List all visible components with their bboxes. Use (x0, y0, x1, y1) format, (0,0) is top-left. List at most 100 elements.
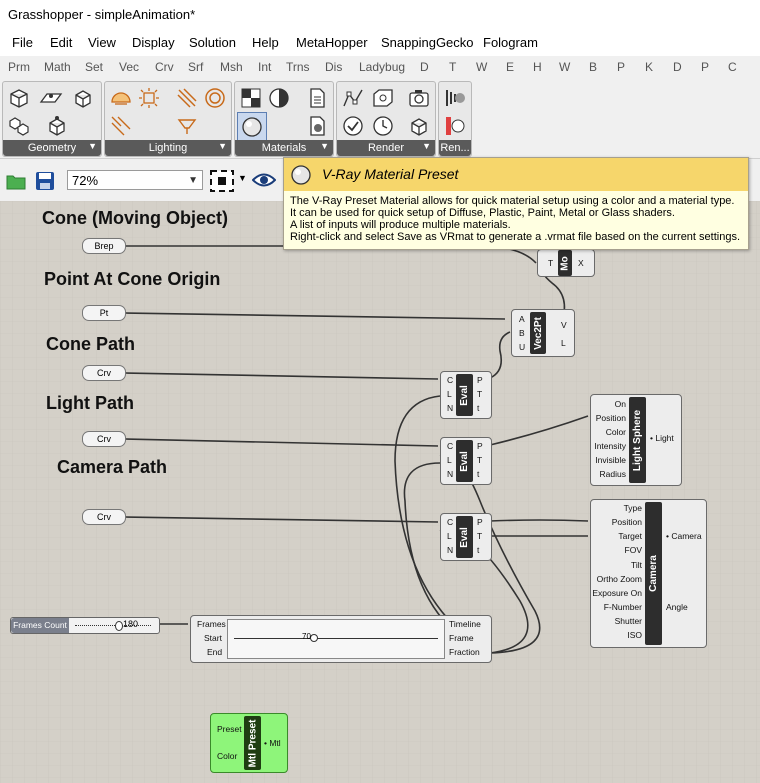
solid-box-icon[interactable] (45, 114, 69, 138)
pin-light-radius[interactable]: Radius (599, 469, 626, 479)
pin-vec2pt-v[interactable]: V (561, 320, 567, 330)
zoom-extents-chevron-icon[interactable]: ▼ (238, 173, 247, 183)
pin-move-t[interactable]: T (548, 258, 554, 268)
pin-move-x[interactable]: X (578, 258, 584, 268)
sun-light-icon[interactable] (137, 86, 161, 110)
tab-math[interactable]: Math (44, 60, 71, 74)
preview-eye-icon[interactable] (252, 172, 276, 188)
pin-eval-n[interactable]: N (447, 469, 454, 479)
pin-eval-n[interactable]: N (447, 403, 454, 413)
menu-view[interactable]: View (88, 35, 116, 50)
rect-light-icon[interactable] (109, 114, 133, 138)
tab-w[interactable]: W (476, 60, 488, 74)
pin-eval-c[interactable]: C (447, 375, 454, 385)
tab-d2[interactable]: D (673, 60, 682, 74)
plane-icon[interactable] (39, 86, 63, 110)
dome-light-icon[interactable] (109, 86, 133, 110)
timeline-slider[interactable]: 70 (227, 619, 445, 659)
tab-ladybug[interactable]: Ladybug (359, 60, 406, 74)
pin-vec2pt-a[interactable]: A (519, 314, 525, 324)
pin-light-color[interactable]: Color (605, 427, 626, 437)
material-sphere-icon[interactable] (267, 86, 291, 110)
timeline-grip[interactable] (310, 634, 318, 642)
pin-vec2pt-u[interactable]: U (519, 342, 526, 352)
pin-camera-position[interactable]: Position (611, 517, 642, 527)
mtl-preset-component[interactable]: Preset Color Mtl Preset • Mtl (210, 713, 288, 773)
material-preset-button[interactable] (237, 112, 267, 142)
tab-msh[interactable]: Msh (220, 60, 243, 74)
tab-int[interactable]: Int (258, 60, 272, 74)
pin-eval-l[interactable]: L (447, 455, 452, 465)
box-icon[interactable] (7, 86, 31, 110)
tab-b[interactable]: B (589, 60, 598, 74)
menu-fologram[interactable]: Fologram (483, 35, 538, 50)
pin-timeline-frame[interactable]: Frame (449, 633, 474, 643)
pin-camera-tilt[interactable]: Tilt (630, 560, 642, 570)
pin-eval-c[interactable]: C (447, 517, 454, 527)
menu-snappinggecko[interactable]: SnappingGecko (381, 35, 474, 50)
menu-help[interactable]: Help (252, 35, 279, 50)
multi-box-icon[interactable] (7, 114, 31, 138)
tab-p2[interactable]: P (701, 60, 710, 74)
geometry-box-icon[interactable] (71, 86, 95, 110)
slider-grip[interactable] (115, 621, 123, 631)
pin-camera-f-number[interactable]: F-Number (603, 602, 642, 612)
pin-camera-target[interactable]: Target (618, 531, 642, 541)
pin-eval-t[interactable]: T (477, 389, 483, 399)
light-sphere-component[interactable]: On Position Color Intensity Invisible Ra… (590, 394, 682, 486)
color-picker-icon[interactable] (443, 114, 467, 138)
tab-h[interactable]: H (533, 60, 542, 74)
pin-eval-t[interactable]: T (477, 531, 483, 541)
menu-metahopper[interactable]: MetaHopper (296, 35, 368, 50)
zoom-extents-icon[interactable] (209, 169, 235, 193)
pin-mtl-color[interactable]: Color (217, 751, 238, 761)
open-folder-icon[interactable] (5, 170, 27, 192)
tab-w2[interactable]: W (559, 60, 571, 74)
pin-light-position[interactable]: Position (595, 413, 626, 423)
pin-light-invisible[interactable]: Invisible (595, 455, 626, 465)
pin-timeline-start[interactable]: Start (204, 633, 222, 643)
clock-icon[interactable] (371, 114, 395, 138)
tab-t[interactable]: T (449, 60, 457, 74)
pin-mtl-output[interactable]: • Mtl (264, 738, 281, 748)
pin-eval-p[interactable]: P (477, 441, 483, 451)
pin-camera-shutter[interactable]: Shutter (614, 616, 642, 626)
pin-vec2pt-l[interactable]: L (561, 338, 566, 348)
tab-vec[interactable]: Vec (119, 60, 140, 74)
pin-eval-n[interactable]: N (447, 545, 454, 555)
pin-eval-l[interactable]: L (447, 531, 452, 541)
param-crv-camera[interactable]: Crv (82, 509, 126, 525)
pin-camera-angle[interactable]: Angle (666, 602, 688, 612)
pin-timeline-timeline[interactable]: Timeline (449, 619, 481, 629)
pin-eval-p[interactable]: P (477, 517, 483, 527)
pin-eval-tparam[interactable]: t (477, 469, 480, 479)
menu-edit[interactable]: Edit (50, 35, 73, 50)
zoom-dropdown[interactable]: 72%▼ (67, 170, 203, 190)
pin-timeline-fraction[interactable]: Fraction (449, 647, 480, 657)
tab-set[interactable]: Set (85, 60, 104, 74)
slider-track[interactable] (75, 625, 151, 626)
menu-solution[interactable]: Solution (189, 35, 236, 50)
param-crv-light[interactable]: Crv (82, 431, 126, 447)
pin-eval-l[interactable]: L (447, 389, 452, 399)
spot-light-icon[interactable] (175, 114, 199, 138)
panel-expand-icon[interactable]: ▼ (422, 141, 431, 151)
pin-camera-exposure-on[interactable]: Exposure On (592, 588, 642, 598)
check-icon[interactable] (341, 114, 365, 138)
pin-timeline-end[interactable]: End (207, 647, 223, 657)
pin-camera-iso[interactable]: ISO (627, 630, 642, 640)
render-view-icon[interactable] (371, 86, 395, 110)
pin-camera-type[interactable]: Type (623, 503, 642, 513)
vec2pt-component[interactable]: A B U Vec2Pt V L (511, 309, 575, 357)
material-document-icon[interactable] (305, 86, 329, 110)
param-crv-cone[interactable]: Crv (82, 365, 126, 381)
render-curve-icon[interactable] (341, 86, 365, 110)
move-component[interactable]: T Mo X (537, 249, 595, 277)
param-brep[interactable]: Brep (82, 238, 126, 254)
render-output-icon[interactable] (443, 86, 467, 110)
tab-trns[interactable]: Trns (286, 60, 310, 74)
tab-c[interactable]: C (728, 60, 737, 74)
pin-light-output[interactable]: • Light (650, 433, 674, 443)
eval-component-camera[interactable]: C L N Eval P T t (440, 513, 492, 561)
pin-eval-tparam[interactable]: t (477, 403, 480, 413)
